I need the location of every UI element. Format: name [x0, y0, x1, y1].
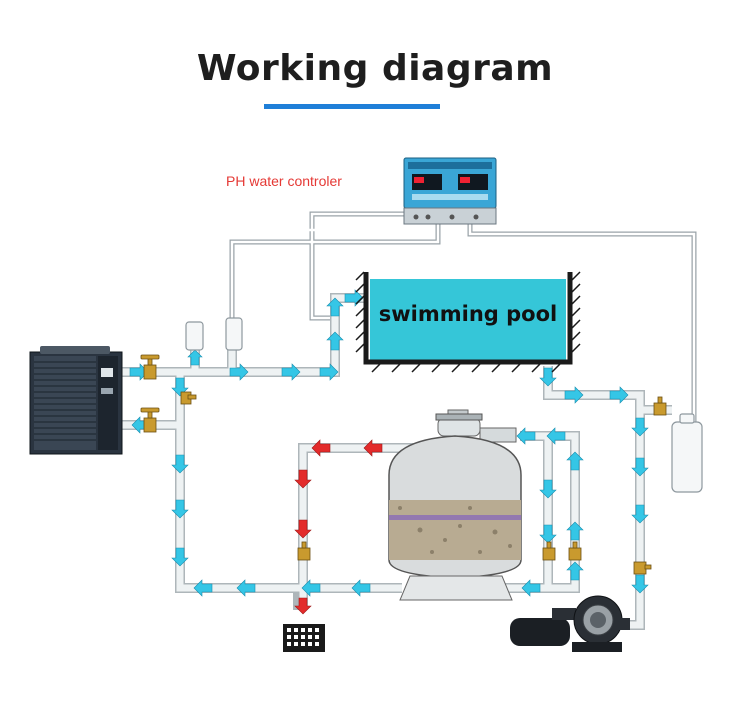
- valve-icon: [653, 396, 667, 416]
- valve-icon: [140, 354, 160, 380]
- valves: [140, 354, 667, 575]
- ph-controller-icon: [403, 157, 497, 225]
- ph-controller-label: PH water controler: [226, 173, 342, 189]
- page-title: Working diagram: [196, 48, 554, 89]
- pool-label: swimming pool: [378, 302, 558, 326]
- flow-arrows: [129, 289, 649, 597]
- valve-icon: [297, 541, 311, 561]
- water-pump-icon: [510, 595, 630, 652]
- valve-icon: [633, 561, 652, 575]
- sand-filter-icon: [388, 409, 522, 601]
- valve-icon: [542, 541, 556, 561]
- valve-icon: [568, 541, 582, 561]
- backwash-arrows: [294, 439, 383, 615]
- title-underline: [264, 104, 440, 109]
- heat-pump-icon: [29, 346, 123, 455]
- drain-grate-icon: [283, 624, 325, 652]
- valve-icon: [180, 391, 197, 405]
- chemical-tank-icon: [185, 317, 703, 493]
- control-cables-inner: [203, 212, 696, 422]
- valve-icon: [140, 407, 160, 433]
- swimming-pool: [355, 271, 581, 373]
